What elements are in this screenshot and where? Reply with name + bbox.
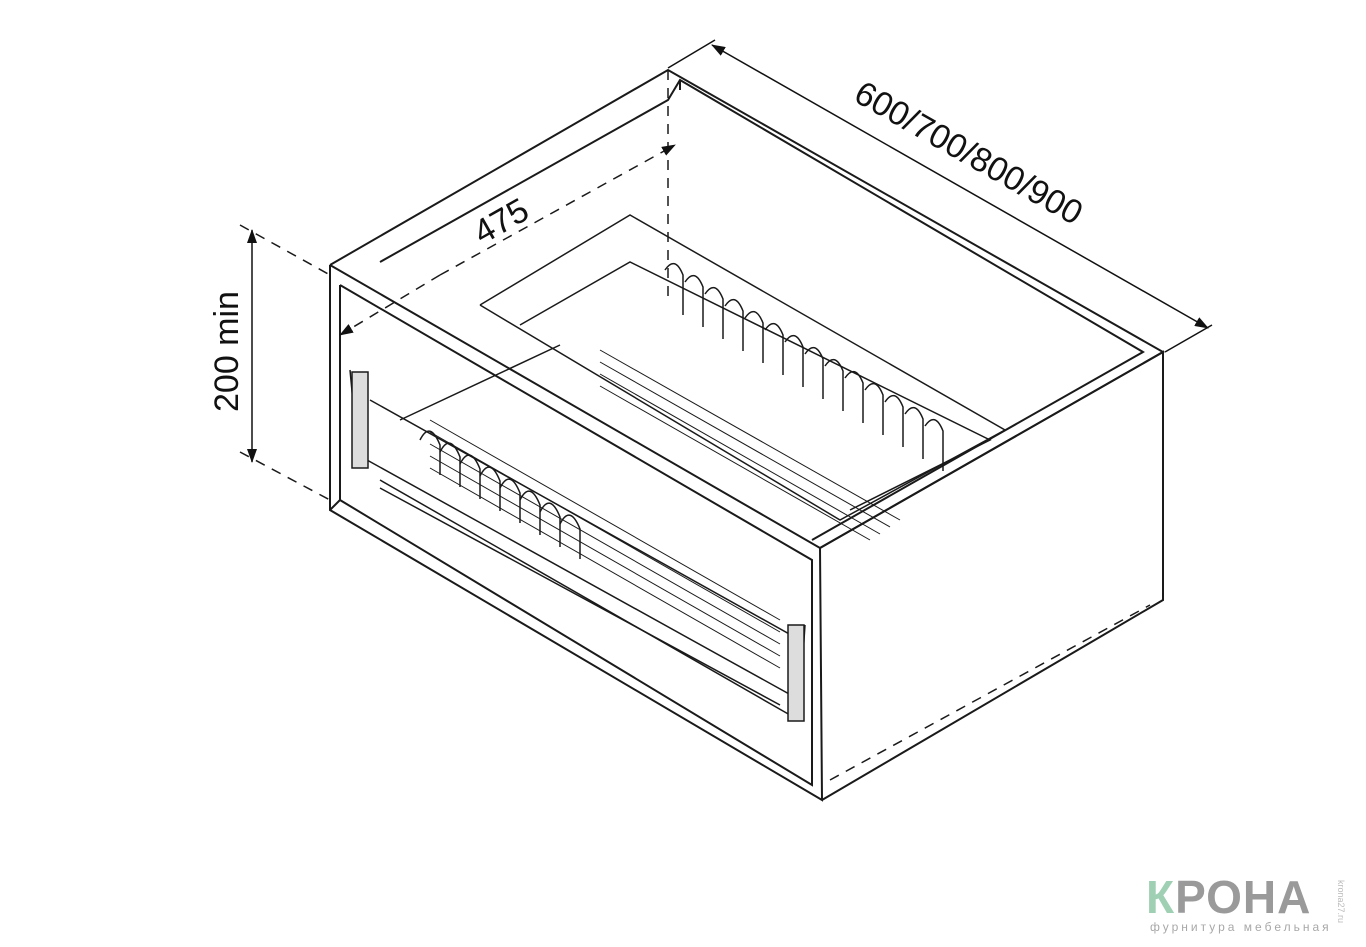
dish-rack — [349, 214, 1007, 722]
krona-logo: КРОНА фурнитура мебельная krona27.ru — [1146, 872, 1356, 942]
dimension-lines — [247, 39, 1213, 463]
cabinet-front-opening — [339, 284, 813, 787]
logo-wordmark: КРОНА — [1146, 871, 1312, 923]
height-dimension-label: 200 min — [208, 291, 246, 412]
cabinet-right-side — [819, 350, 1164, 801]
logo-tagline: фурнитура мебельная — [1150, 920, 1332, 934]
logo-url: krona27.ru — [1336, 880, 1346, 924]
cabinet-box — [329, 68, 1166, 802]
depth-dimension-label: 475 — [467, 191, 535, 252]
width-dimension-label: 600/700/800/900 — [848, 74, 1089, 233]
cabinet-top-outline — [329, 68, 1166, 550]
hidden-lines — [239, 70, 1151, 781]
cabinet-front-frame — [329, 265, 824, 802]
